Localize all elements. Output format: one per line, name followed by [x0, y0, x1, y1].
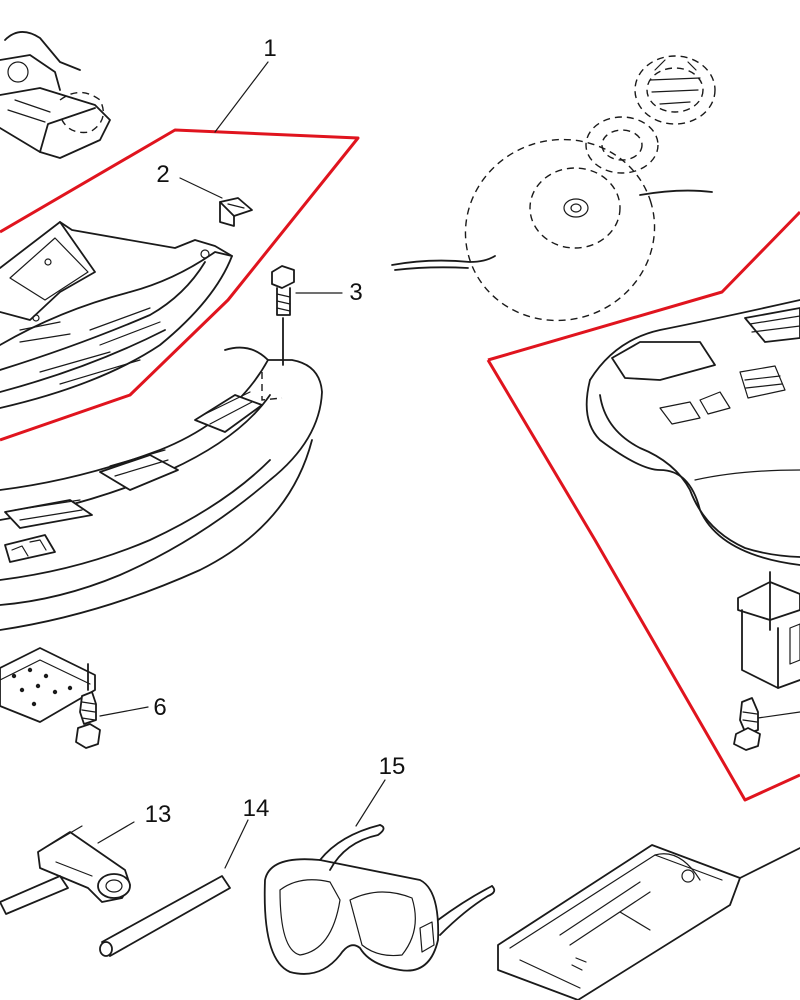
upper-shroud: [0, 221, 233, 409]
safety-goggles: [263, 824, 496, 975]
clip-part: [219, 197, 253, 227]
cutting-disc-assembly: [391, 55, 716, 322]
right-shroud: [585, 299, 800, 566]
callout-3: 3: [349, 279, 362, 306]
callout-6: 6: [153, 694, 166, 721]
lower-housing: [0, 346, 323, 631]
callout-15: 15: [379, 753, 406, 780]
callout-13: 13: [145, 801, 172, 828]
engine-housing: [0, 31, 111, 159]
callout-1: 1: [263, 35, 276, 62]
leader-lines: [97, 61, 800, 869]
callout-labels: 1 2 3 6 13 14 15: [145, 35, 406, 828]
callout-2: 2: [156, 161, 169, 188]
callout-14: 14: [243, 795, 270, 822]
rod-tool: [99, 875, 231, 957]
group-outline-right: [486, 210, 800, 802]
wrench-tool: [0, 825, 131, 915]
bolt-part-6: [75, 691, 101, 749]
bolt-part-3: [271, 265, 295, 366]
group-outline-left: [0, 128, 360, 442]
instruction-manual: [497, 844, 800, 1000]
right-bracket: [733, 571, 800, 751]
mounting-plate: [0, 647, 96, 723]
